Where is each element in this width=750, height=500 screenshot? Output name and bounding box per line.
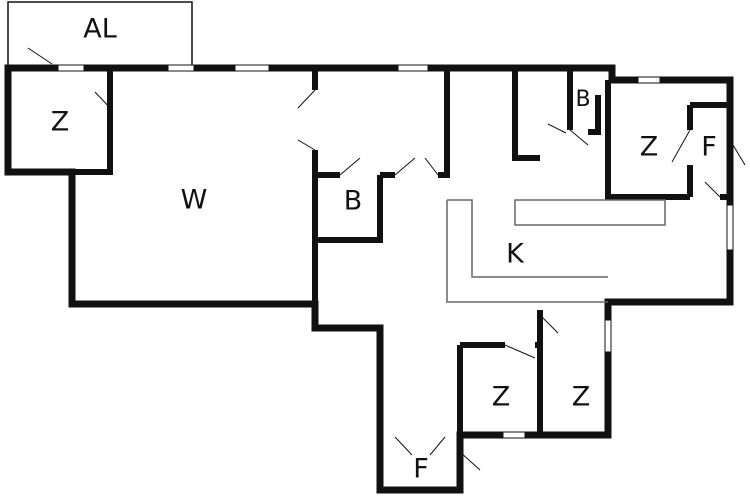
windows [57,64,734,439]
room-label-top-left: Z [51,107,70,138]
doors [27,47,746,471]
interior-walls [72,68,730,435]
outer-wall [4,64,734,494]
room-label-balcony: AL [83,14,117,45]
room-label-bath-middle: B [344,186,363,217]
room-label-kitchen: K [506,239,525,270]
kitchen-counter [446,199,666,303]
room-label-living: W [181,185,208,216]
room-label-bath-top-right: B [575,87,590,112]
balcony-outline [7,1,193,66]
room-label-top-right: Z [640,132,659,163]
room-label-bottom-left: Z [492,382,511,413]
room-label-toilet-bottom: F [413,454,429,485]
room-label-toilet-top-right: F [701,132,717,163]
room-label-bottom-right: Z [572,382,591,413]
